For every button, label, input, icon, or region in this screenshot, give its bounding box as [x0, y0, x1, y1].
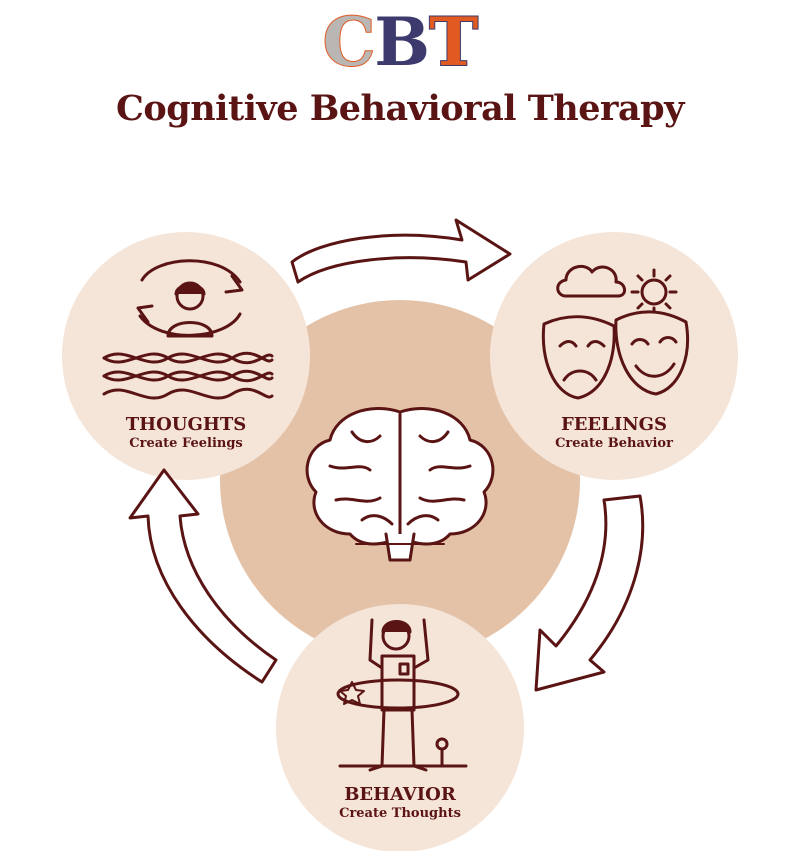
behavior-heading: BEHAVIOR	[344, 784, 456, 805]
thoughts-label: THOUGHTS Create Feelings	[86, 414, 286, 451]
thoughts-caption: Create Feelings	[129, 436, 243, 451]
arrow-thoughts-to-feelings	[290, 218, 512, 284]
arrow-behavior-to-thoughts	[128, 468, 278, 684]
logo-letter-t: T	[428, 2, 479, 82]
arrow-feelings-to-behavior	[534, 494, 645, 692]
behavior-icon	[336, 618, 468, 772]
thoughts-circle	[62, 232, 310, 480]
feelings-heading: FEELINGS	[560, 414, 668, 435]
logo-letter-c: C	[322, 2, 377, 82]
cbt-logo: CBT	[0, 2, 800, 82]
brain-icon	[305, 407, 495, 562]
thoughts-heading: THOUGHTS	[125, 414, 247, 435]
feelings-circle	[490, 232, 738, 480]
feelings-label: FEELINGS Create Behavior	[514, 414, 714, 451]
feelings-caption: Create Behavior	[555, 436, 673, 451]
feelings-icon	[541, 264, 689, 400]
behavior-circle	[276, 604, 524, 851]
behavior-caption: Create Thoughts	[339, 806, 461, 821]
page-title: Cognitive Behavioral Therapy	[116, 88, 684, 129]
behavior-label: BEHAVIOR Create Thoughts	[300, 784, 500, 821]
thoughts-icon	[102, 259, 274, 400]
logo-letter-b: B	[373, 2, 431, 82]
